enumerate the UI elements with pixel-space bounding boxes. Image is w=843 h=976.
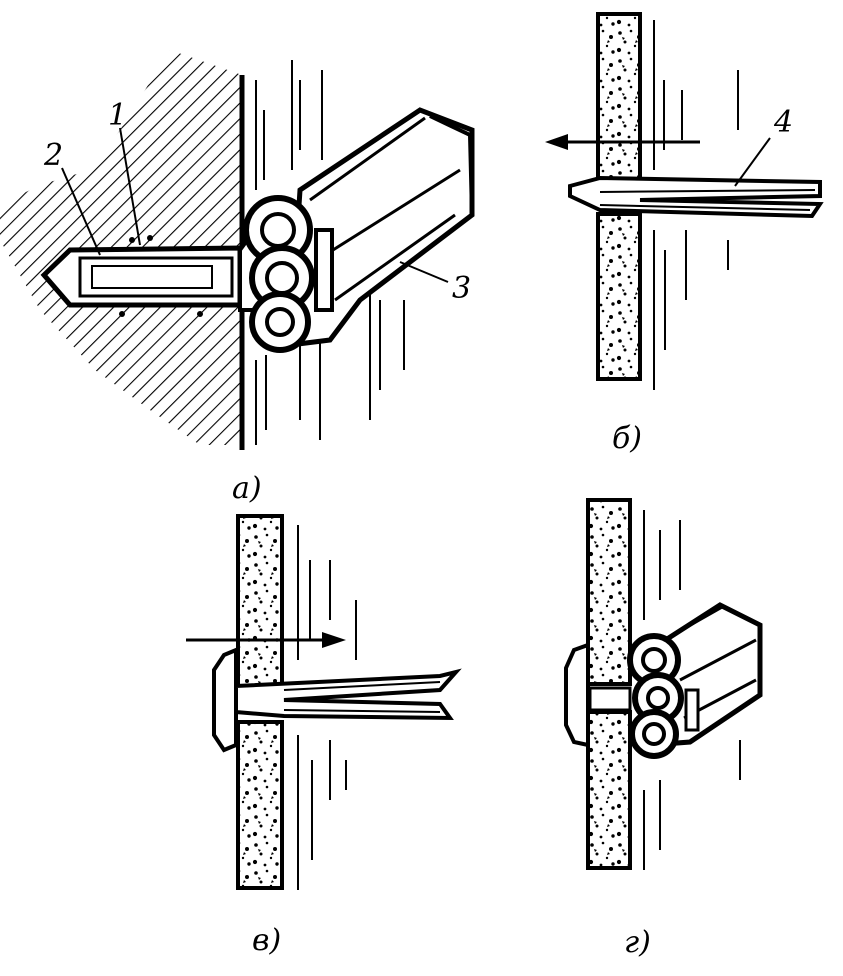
callout-2: 2 [43, 138, 63, 173]
callout-3: 3 [452, 271, 471, 306]
leader-2 [61, 167, 101, 256]
wall-upper [586, 498, 632, 686]
panel-c-label: в) [252, 923, 281, 958]
strap-buckle [212, 647, 238, 753]
wall-lower [236, 720, 284, 890]
wall-lower [596, 212, 642, 381]
panel-b-label: б) [612, 421, 642, 456]
panel-d: г) [564, 498, 763, 960]
panel-b: 4 б) [545, 12, 824, 456]
wall-texture [255, 60, 405, 445]
panel-a: 1 2 3 а) [0, 50, 475, 506]
strap-buckle [564, 642, 590, 748]
panel-c: в) [186, 514, 462, 958]
panel-a-label: а) [232, 471, 262, 506]
cable-bundle [243, 107, 475, 353]
callout-4: 4 [773, 105, 793, 140]
panel-d-label: г) [624, 925, 651, 960]
wall-lower [586, 710, 632, 870]
leader-4 [734, 137, 771, 187]
leader-3 [399, 261, 449, 283]
wall-texture [297, 525, 357, 890]
wall-upper [236, 514, 284, 688]
leader-1 [119, 127, 141, 246]
wall-texture [653, 20, 739, 390]
callout-1: 1 [108, 98, 127, 133]
fastened-cable-bundle [627, 602, 763, 759]
wall-upper [596, 12, 642, 186]
wall-texture [643, 510, 741, 870]
